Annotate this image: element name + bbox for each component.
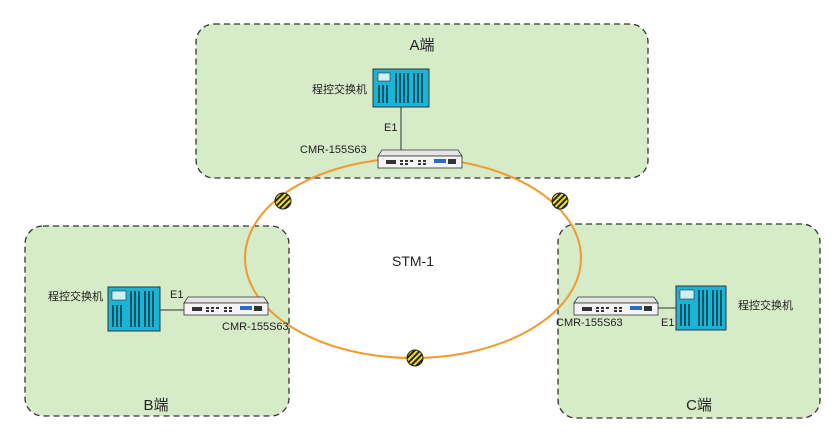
site-b-title: B端 bbox=[143, 397, 168, 414]
e1-label-a: E1 bbox=[384, 122, 397, 134]
switch-icon-a bbox=[372, 68, 430, 108]
e1-label-c: E1 bbox=[661, 317, 674, 329]
router-icon-a bbox=[377, 149, 463, 169]
device-label-a: CMR-155S63 bbox=[300, 144, 367, 156]
switch-label-b: 程控交换机 bbox=[48, 289, 103, 303]
router-icon-c bbox=[573, 296, 659, 316]
router-icon-b bbox=[183, 296, 269, 316]
ring-marker-left bbox=[274, 192, 292, 210]
switch-icon-b bbox=[107, 286, 161, 332]
switch-icon-c bbox=[675, 285, 727, 331]
ring-marker-bottom bbox=[406, 349, 424, 367]
e1-label-b: E1 bbox=[170, 289, 183, 301]
switch-label-c: 程控交换机 bbox=[738, 298, 793, 312]
site-c-title: C端 bbox=[686, 397, 712, 414]
site-a-title: A端 bbox=[409, 37, 434, 54]
switch-label-a: 程控交换机 bbox=[312, 82, 367, 96]
device-label-c: CMR-155S63 bbox=[556, 317, 623, 329]
ring-marker-right bbox=[551, 192, 569, 210]
device-label-b: CMR-155S63 bbox=[222, 321, 289, 333]
ring-label: STM-1 bbox=[392, 253, 434, 269]
